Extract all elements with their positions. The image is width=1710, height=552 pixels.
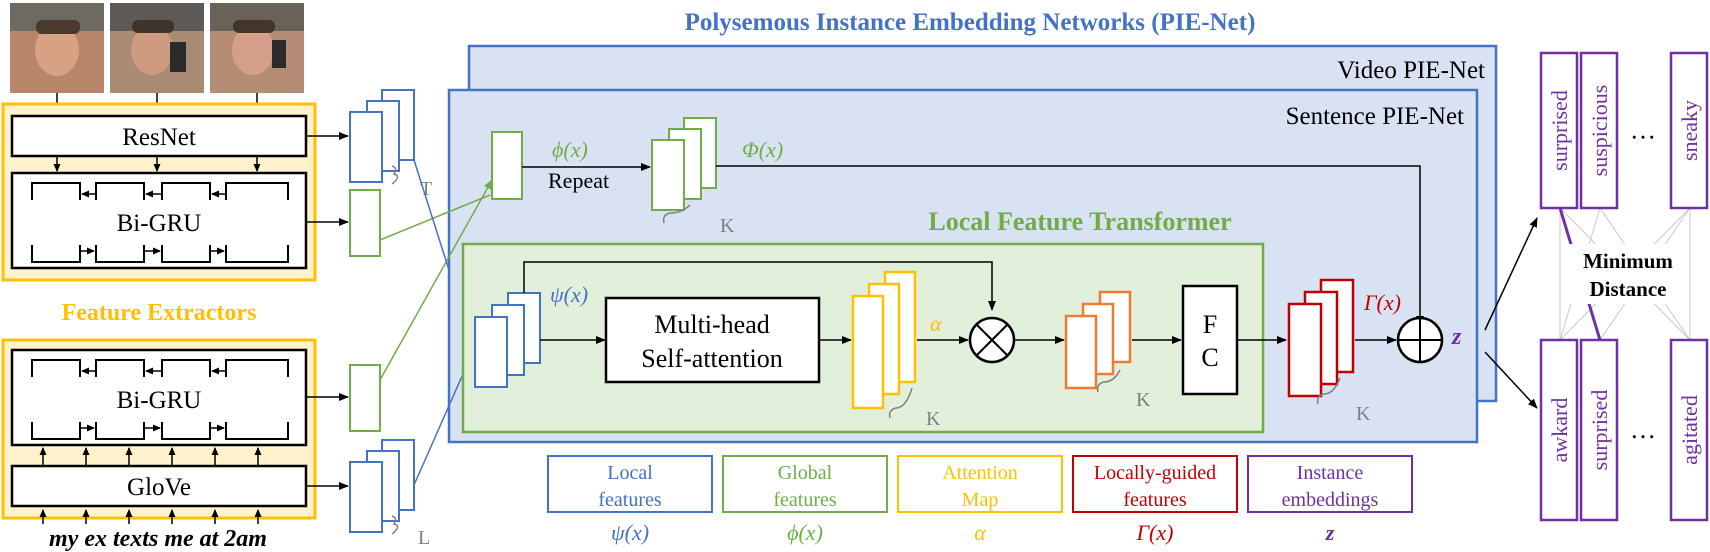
- locally-guided-stack: [1287, 278, 1355, 398]
- label-K4: K: [1356, 403, 1371, 425]
- sentence-text: my ex texts me at 2am: [49, 526, 267, 552]
- embedding-top-word-3: sneaky: [1677, 100, 1702, 161]
- label-L: L: [418, 527, 430, 549]
- fc-line2: C: [1201, 343, 1218, 372]
- legend-symbol-2: α: [974, 520, 986, 545]
- embeddings-bottom: awkard surprised … agitated: [1539, 338, 1709, 522]
- legend: Local features ψ(x) Global features ϕ(x) Atten…: [547, 455, 1413, 545]
- text-global-feature: [349, 364, 381, 432]
- repeated-global-stack: [651, 117, 717, 211]
- label-K1: K: [720, 215, 735, 237]
- Phi-label: Φ(x): [742, 137, 783, 162]
- video-frames: [10, 3, 304, 93]
- legend-symbol-4: z: [1325, 520, 1335, 545]
- embedding-top-word-0: surprised: [1547, 90, 1572, 171]
- psi-label: ψ(x): [550, 282, 588, 307]
- glove-label: GloVe: [127, 474, 191, 501]
- attention-map-stack: [851, 270, 917, 410]
- z-label: z: [1451, 324, 1462, 350]
- lft-label: Local Feature Transformer: [928, 207, 1231, 236]
- video-frame-2: [110, 3, 204, 93]
- multiply-operator: [968, 316, 1016, 364]
- embedding-bottom-box-0: [1539, 338, 1579, 522]
- embedding-bottom-box-3: [1669, 338, 1709, 522]
- phi-label: ϕ(x): [552, 137, 588, 162]
- glove-block: [10, 464, 308, 508]
- video-pienet-label: Video PIE-Net: [1337, 57, 1485, 84]
- legend-line2-3: features: [1123, 489, 1187, 511]
- embedding-top-box-0: [1539, 51, 1579, 210]
- sentence-pienet-label: Sentence PIE-Net: [1286, 103, 1464, 130]
- legend-symbol-3: Γ(x): [1136, 520, 1174, 545]
- video-local-feature-stack: [349, 89, 415, 183]
- legend-line1-4: Instance: [1297, 462, 1364, 484]
- label-K3: K: [1136, 389, 1151, 411]
- legend-line2-4: embeddings: [1282, 489, 1379, 511]
- embedding-bottom-word-1: surprised: [1587, 390, 1612, 471]
- legend-line1-0: Local: [607, 462, 653, 484]
- legend-box-3: [1072, 455, 1238, 513]
- embedding-bottom-ellipsis: …: [1630, 415, 1656, 444]
- legend-line1-1: Global: [778, 462, 833, 484]
- embedding-top-box-3: [1669, 51, 1709, 210]
- mhsa-line1: Multi-head: [654, 310, 770, 339]
- min-distance-line2: Distance: [1590, 277, 1667, 301]
- embedding-bottom-word-3: agitated: [1677, 395, 1702, 465]
- alpha-label: α: [930, 311, 942, 336]
- global-feature-box: [491, 131, 523, 200]
- local-feature-stack: [474, 292, 541, 388]
- bigru-video-block: [10, 171, 308, 270]
- legend-line1-2: Attention: [942, 462, 1018, 484]
- label-K2: K: [926, 408, 941, 430]
- embedding-top-word-1: suspicious: [1587, 85, 1612, 177]
- legend-box-2: [897, 455, 1063, 513]
- min-distance-bg: [1565, 244, 1687, 304]
- embedding-top-ellipsis: …: [1630, 116, 1656, 145]
- label-T: T: [420, 178, 432, 200]
- video-global-feature: [349, 189, 381, 257]
- legend-line2-2: Map: [962, 489, 999, 511]
- embedding-top-box-1: [1579, 51, 1619, 210]
- legend-box-1: [722, 455, 888, 513]
- embeddings-top: surprised suspicious … sneaky: [1539, 51, 1709, 210]
- embedding-bottom-word-0: awkard: [1547, 398, 1572, 463]
- diagram-title: Polysemous Instance Embedding Networks (…: [685, 9, 1256, 36]
- embedding-bottom-box-1: [1579, 338, 1619, 522]
- legend-symbol-0: ψ(x): [611, 520, 649, 545]
- legend-line1-3: Locally-guided: [1094, 462, 1216, 484]
- bigru-text-block: [10, 348, 308, 447]
- mhsa-block: [604, 296, 821, 384]
- mhsa-line2: Self-attention: [641, 344, 783, 373]
- fc-line1: F: [1203, 310, 1217, 339]
- text-local-feature-stack: [349, 439, 415, 533]
- video-frame-1: [10, 3, 104, 93]
- min-distance-line1: Minimum: [1583, 249, 1673, 273]
- add-operator: [1396, 316, 1444, 364]
- feature-extractors-label: Feature Extractors: [62, 300, 257, 326]
- legend-line2-0: features: [598, 489, 662, 511]
- legend-box-4: [1247, 455, 1413, 513]
- fc-block: [1181, 284, 1239, 396]
- legend-symbol-1: ϕ(x): [787, 520, 823, 545]
- repeat-label: Repeat: [548, 168, 609, 193]
- video-frame-3: [210, 3, 304, 93]
- bigru-video-label: Bi-GRU: [117, 210, 202, 237]
- weighted-local-stack: [1064, 290, 1132, 390]
- legend-line2-1: features: [773, 489, 837, 511]
- legend-box-0: [547, 455, 713, 513]
- Gamma-label: Γ(x): [1363, 290, 1401, 315]
- resnet-block: [10, 114, 308, 158]
- bigru-text-label: Bi-GRU: [117, 387, 202, 414]
- resnet-label: ResNet: [122, 124, 196, 151]
